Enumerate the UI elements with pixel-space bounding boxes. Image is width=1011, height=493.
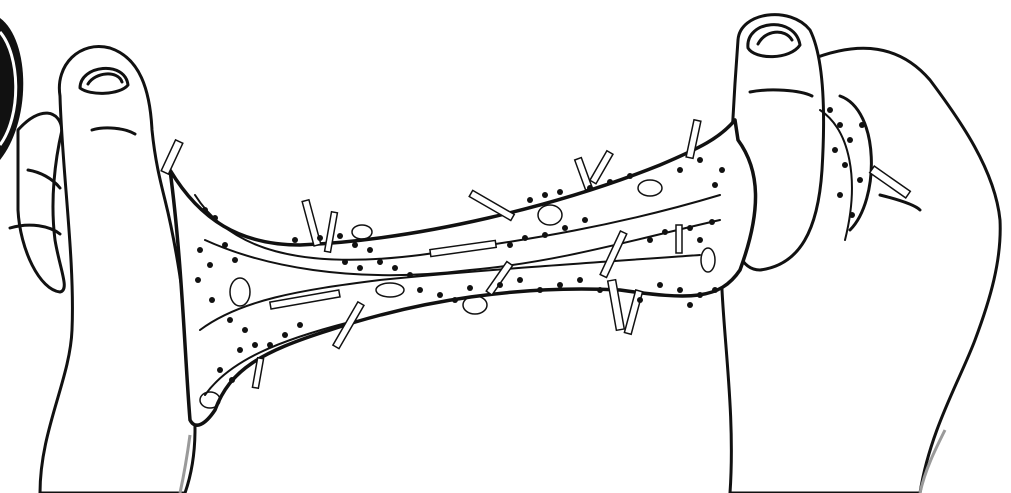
- left-hand: [10, 46, 195, 493]
- right-hand: [722, 15, 1001, 493]
